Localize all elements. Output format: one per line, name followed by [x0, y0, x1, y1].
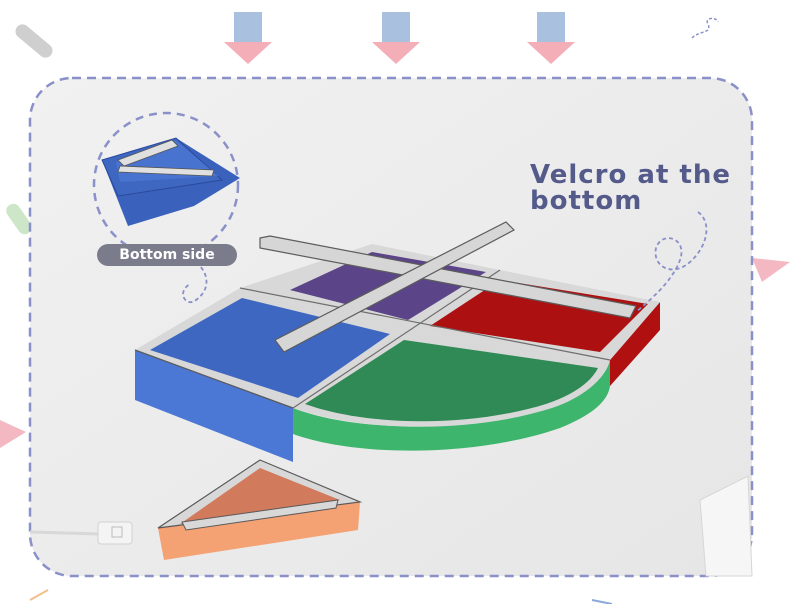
background-box: [699, 475, 753, 577]
panel-seam: [239, 287, 611, 361]
panel-seam: [292, 269, 501, 409]
bottom-side-badge: Bottom side: [97, 244, 237, 266]
orange-triangle-panel: [157, 459, 363, 560]
usb-plug-port: [111, 526, 123, 538]
inset-connector: [182, 261, 208, 303]
callout-connector: [635, 211, 708, 313]
arrow-down-icon: [224, 12, 272, 64]
arrow-down-icon: [372, 12, 420, 64]
decor-bottom-stroke-2: [591, 599, 613, 604]
light-panel-assembly: [134, 221, 660, 462]
usb-cable: [29, 530, 101, 536]
velcro-callout-label: Velcro at the bottom: [530, 160, 731, 216]
blue-panel-front: [135, 350, 293, 462]
decor-pill-green: [6, 203, 32, 235]
velcro-strip: [274, 221, 515, 353]
decor-bottom-stroke: [29, 589, 49, 601]
decor-squiggle: [691, 17, 719, 39]
green-panel-side: [293, 360, 610, 451]
arrow-down-icon: [527, 12, 575, 64]
green-panel-face: [305, 340, 598, 422]
decor-pill-gray: [15, 24, 53, 58]
decor-triangle-right: [752, 258, 790, 282]
red-panel-side: [610, 302, 660, 386]
inset-blue-triangle: [101, 137, 240, 226]
panel-edge: [134, 349, 294, 409]
velcro-strip: [259, 235, 637, 319]
decor-triangle-left: [0, 420, 26, 448]
usb-plug: [97, 521, 133, 545]
